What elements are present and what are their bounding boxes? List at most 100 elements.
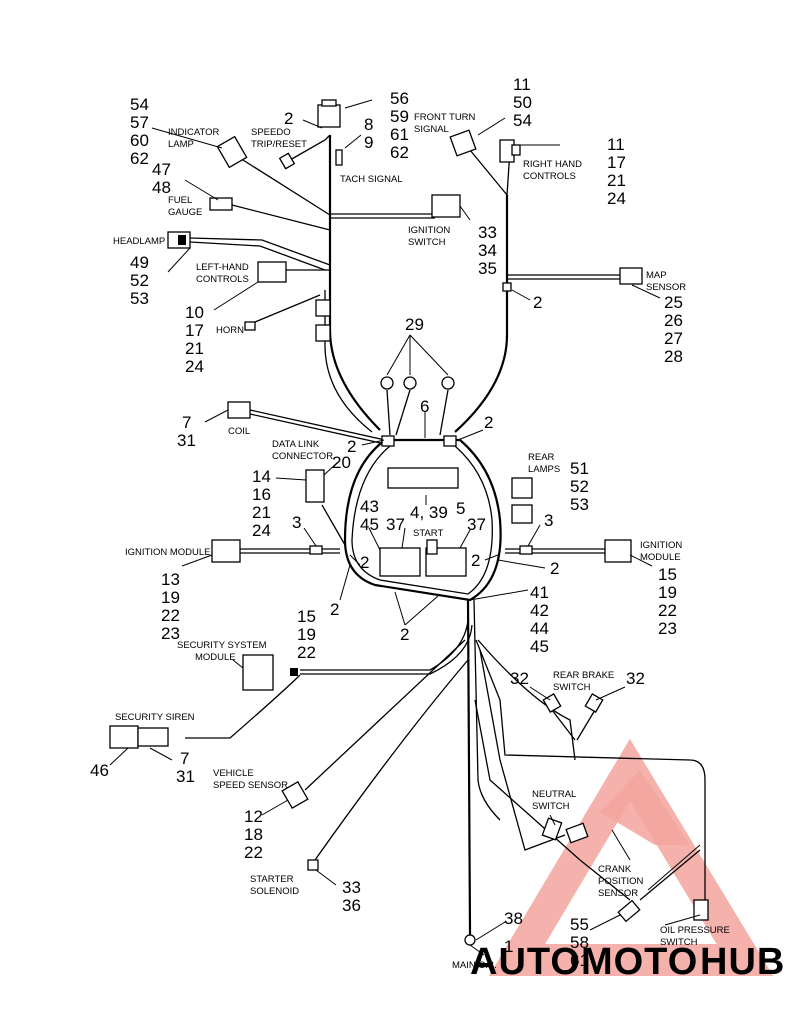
label-horn: HORN [216, 325, 244, 336]
callout-headlamp-3: 53 [130, 289, 149, 308]
tach-signal-pin [335, 149, 343, 166]
callout-data-link-left-3: 21 [252, 503, 271, 522]
ring-terminal-3 [441, 376, 455, 390]
security-module-connector [242, 654, 274, 691]
callout-right-hand-1: 11 [607, 135, 625, 154]
callout-front-turn-1: 11 [513, 75, 531, 94]
callout-top-switch-4: 62 [390, 143, 409, 162]
callout-main-cb-a: 38 [504, 909, 523, 928]
label-neutral-2: SWITCH [532, 801, 570, 812]
callout-right-hand-4: 24 [607, 189, 626, 208]
top-switch-cap [321, 99, 337, 107]
watermark-brand-left: AUTOMOTO [470, 941, 698, 983]
watermark-logo: AUTOMOTO HUB [470, 738, 785, 983]
loop-clip-left [381, 435, 395, 447]
callout-top-switch-3: 61 [390, 125, 409, 144]
callout-map-sensor-2: 26 [664, 311, 683, 330]
label-speedo-1: SPEEDO [251, 127, 291, 138]
callout-left-hand-2: 17 [185, 321, 204, 340]
callout-ign-mod-right-4: 23 [658, 619, 677, 638]
callout-crank-2: 58 [570, 933, 589, 952]
callout-right-harness-2: 42 [530, 601, 549, 620]
security-module-plug [290, 668, 298, 676]
callout-security-module-3: 22 [297, 643, 316, 662]
callout-map-sensor-1: 25 [664, 293, 683, 312]
callout-siren-left: 46 [90, 761, 109, 780]
top-switch-connector [317, 104, 341, 128]
callout-data-link: 20 [332, 453, 351, 472]
callout-left-hand-1: 10 [185, 303, 204, 322]
rear-brake-switch-left [542, 693, 562, 713]
callout-relay-left: 37 [386, 515, 405, 534]
callout-tach-1: 8 [364, 115, 373, 134]
leader-lines [109, 99, 701, 956]
callout-siren-right-2: 31 [176, 767, 195, 786]
callout-data-link-left-1: 14 [252, 467, 271, 486]
callout-coil-2: 31 [177, 431, 196, 450]
label-rear-lamps-2: LAMPS [528, 464, 560, 475]
neutral-switch-body [541, 817, 563, 841]
callout-clip-left-low-a: 2 [360, 553, 369, 572]
label-security-siren: SECURITY SIREN [115, 712, 195, 723]
map-sensor-clip [502, 282, 512, 292]
label-fuel-gauge-1: FUEL [168, 195, 192, 206]
ring-terminal-2 [403, 376, 417, 390]
ignition-module-left-clip [309, 545, 323, 555]
callout-ignition-switch-2: 34 [478, 241, 497, 260]
callout-front-turn-2: 50 [513, 93, 532, 112]
callout-fuel-gauge-1: 47 [152, 160, 171, 179]
indicator-lamp-connector [216, 135, 248, 169]
label-indicator-lamp-2: LAMP [168, 139, 194, 150]
label-crank-3: SENSOR [598, 888, 638, 899]
label-data-link-2: CONNECTOR [272, 451, 333, 462]
label-tach-signal: TACH SIGNAL [340, 174, 403, 185]
watermark-brand-right: HUB [700, 941, 785, 983]
callout-center-c: 5 [456, 499, 465, 518]
label-front-turn-2: SIGNAL [414, 124, 449, 135]
front-turn-signal-connector [449, 129, 477, 157]
callout-vss-3: 22 [244, 843, 263, 862]
callout-ign-mod-left-2: 19 [161, 588, 180, 607]
callout-crank-1: 55 [570, 915, 589, 934]
callout-ign-mod-left-1: 13 [161, 570, 180, 589]
callout-rear-brake-right: 32 [626, 669, 645, 688]
label-start: START [413, 528, 443, 539]
callout-map-sensor-3: 27 [664, 329, 683, 348]
label-headlamp: HEADLAMP [113, 236, 165, 247]
callout-center-a-1: 43 [360, 497, 379, 516]
label-left-hand-1: LEFT-HAND [196, 262, 249, 273]
callout-clip-right-low-b: 2 [550, 559, 559, 578]
coil-connector [227, 401, 251, 419]
ignition-module-right-connector [604, 539, 632, 563]
callout-starter-1: 33 [342, 878, 361, 897]
callout-security-module-2: 19 [297, 625, 316, 644]
label-data-link-1: DATA LINK [272, 439, 320, 450]
data-link-connector-body [305, 469, 325, 503]
security-siren-body [109, 725, 139, 749]
label-ignition-module-right-1: IGNITION [640, 540, 682, 551]
callout-right-harness-4: 45 [530, 637, 549, 656]
callout-ignition-switch-3: 35 [478, 259, 497, 278]
label-map-sensor-1: MAP [646, 270, 667, 281]
callout-clip-right-low-a: 2 [471, 551, 480, 570]
callout-top-switch-1: 56 [390, 89, 409, 108]
right-hand-controls-tab [511, 144, 521, 156]
rear-brake-switch-right [584, 693, 604, 713]
callout-starter-2: 36 [342, 896, 361, 915]
label-ignition-module-right-2: MODULE [640, 552, 681, 563]
relay-right [425, 547, 467, 577]
callout-right-harness-3: 44 [530, 619, 549, 638]
callout-ign-mod-left-4: 23 [161, 624, 180, 643]
start-relay-tab [426, 539, 438, 555]
starter-solenoid-terminal [307, 859, 319, 871]
callout-data-link-left-2: 16 [252, 485, 271, 504]
vehicle-speed-sensor-connector [281, 780, 309, 810]
main-cb-terminal [464, 934, 476, 946]
callout-front-turn-3: 54 [513, 111, 532, 130]
callout-numbers: 54 57 60 62 2 56 59 61 62 8 9 11 50 54 1… [90, 75, 683, 970]
callout-clip-bottom: 2 [400, 625, 409, 644]
horn-terminal [244, 321, 256, 331]
left-hand-controls-connector [257, 261, 287, 283]
callout-siren-right-1: 7 [180, 749, 189, 768]
